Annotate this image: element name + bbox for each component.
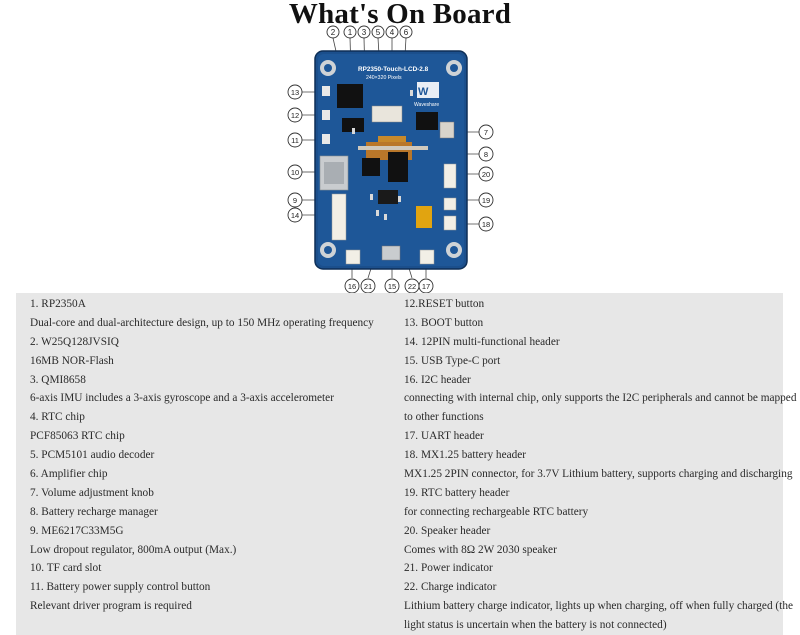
svg-text:4: 4 (390, 28, 395, 37)
page-title: What's On Board (288, 0, 512, 30)
desc-line: 10. TF card slot (30, 562, 102, 575)
callout-6: 6 (399, 25, 413, 39)
svg-text:20: 20 (482, 170, 490, 179)
right-column: 12.RESET button 13. BOOT button 14. 12PI… (404, 293, 797, 635)
callout-14: 14 (287, 207, 303, 223)
desc-line: 8. Battery recharge manager (30, 505, 158, 518)
svg-text:10: 10 (291, 168, 299, 177)
callout-2: 2 (326, 25, 340, 39)
desc-line: 9. ME6217C33M5G (30, 524, 124, 537)
callout-9: 9 (287, 192, 303, 208)
desc-line: 6. Amplifier chip (30, 468, 108, 481)
desc-line: 5. PCM5101 audio decoder (30, 449, 155, 462)
callout-15: 15 (384, 278, 400, 294)
desc-line: 1. RP2350A (30, 298, 86, 310)
desc-line: 22. Charge indicator (404, 581, 497, 594)
callout-10: 10 (287, 164, 303, 180)
svg-text:6: 6 (404, 28, 409, 37)
svg-text:13: 13 (291, 88, 299, 97)
svg-text:19: 19 (482, 196, 490, 205)
desc-line: connecting with internal chip, only supp… (404, 392, 797, 405)
svg-text:15: 15 (388, 282, 396, 291)
svg-text:16: 16 (348, 282, 356, 291)
callout-22: 22 (404, 278, 420, 294)
desc-line: 7. Volume adjustment knob (30, 486, 154, 499)
svg-text:5: 5 (376, 28, 381, 37)
board-diagram: W RP2350-Touch-LCD-2.8 240×320 Pixels Wa… (287, 25, 494, 294)
callout-13: 13 (287, 84, 303, 100)
svg-text:3: 3 (362, 28, 367, 37)
svg-text:12: 12 (291, 111, 299, 120)
svg-text:22: 22 (408, 282, 416, 291)
desc-line: 16. I2C header (404, 373, 471, 386)
desc-line: 20. Speaker header (404, 524, 491, 537)
svg-text:8: 8 (484, 150, 488, 159)
desc-line: 12.RESET button (404, 298, 485, 310)
svg-text:2: 2 (331, 28, 336, 37)
svg-text:1: 1 (348, 28, 353, 37)
callout-3: 3 (357, 25, 371, 39)
desc-line: Comes with 8Ω 2W 2030 speaker (404, 543, 557, 556)
callout-8: 8 (478, 146, 494, 162)
desc-line: 11. Battery power supply control button (30, 581, 211, 594)
silk-resolution: 240×320 Pixels (366, 75, 402, 81)
description-panel: 1. RP2350A Dual-core and dual-architectu… (16, 293, 797, 635)
desc-line: light status is uncertain when the batte… (404, 619, 667, 632)
desc-line: 16MB NOR-Flash (30, 354, 114, 367)
brand-logo: Waveshare (414, 102, 439, 108)
svg-text:17: 17 (422, 282, 430, 291)
callout-19: 19 (478, 192, 494, 208)
callout-21: 21 (360, 278, 376, 294)
callout-11: 11 (287, 132, 303, 148)
callout-17: 17 (418, 278, 434, 294)
svg-text:18: 18 (482, 220, 490, 229)
callout-1: 1 (343, 25, 357, 39)
callout-16: 16 (344, 278, 360, 294)
callout-5: 5 (371, 25, 385, 39)
svg-text:7: 7 (484, 128, 488, 137)
desc-line: Lithium battery charge indicator, lights… (404, 600, 793, 613)
desc-line: 21. Power indicator (404, 562, 493, 575)
svg-text:21: 21 (364, 282, 372, 291)
desc-line: 17. UART header (404, 430, 484, 443)
left-column: 1. RP2350A Dual-core and dual-architectu… (30, 293, 400, 616)
callout-20: 20 (478, 166, 494, 182)
desc-line: 13. BOOT button (404, 316, 484, 329)
desc-line: 3. QMI8658 (30, 373, 86, 386)
svg-text:W: W (418, 86, 429, 98)
desc-line: 2. W25Q128JVSIQ (30, 335, 119, 348)
pcb: W (314, 50, 468, 270)
callout-7: 7 (478, 124, 494, 140)
callout-12: 12 (287, 107, 303, 123)
desc-line: 15. USB Type-C port (404, 354, 501, 367)
svg-text:9: 9 (293, 196, 297, 205)
desc-line: 4. RTC chip (30, 411, 85, 424)
svg-text:11: 11 (291, 136, 299, 145)
callout-4: 4 (385, 25, 399, 39)
desc-line: Low dropout regulator, 800mA output (Max… (30, 543, 237, 556)
desc-line: to other functions (404, 411, 484, 424)
desc-line: Relevant driver program is required (30, 600, 192, 613)
silk-model: RP2350-Touch-LCD-2.8 (358, 66, 429, 73)
desc-line: 6-axis IMU includes a 3-axis gyroscope a… (30, 392, 334, 405)
desc-line: 14. 12PIN multi-functional header (404, 335, 560, 348)
desc-line: MX1.25 2PIN connector, for 3.7V Lithium … (404, 468, 793, 481)
desc-line: 19. RTC battery header (404, 486, 510, 499)
svg-text:14: 14 (291, 211, 299, 220)
callout-18: 18 (478, 216, 494, 232)
desc-line: 18. MX1.25 battery header (404, 449, 527, 462)
desc-line: Dual-core and dual-architecture design, … (30, 316, 374, 329)
desc-line: for connecting rechargeable RTC battery (404, 505, 589, 518)
desc-line: PCF85063 RTC chip (30, 430, 125, 443)
